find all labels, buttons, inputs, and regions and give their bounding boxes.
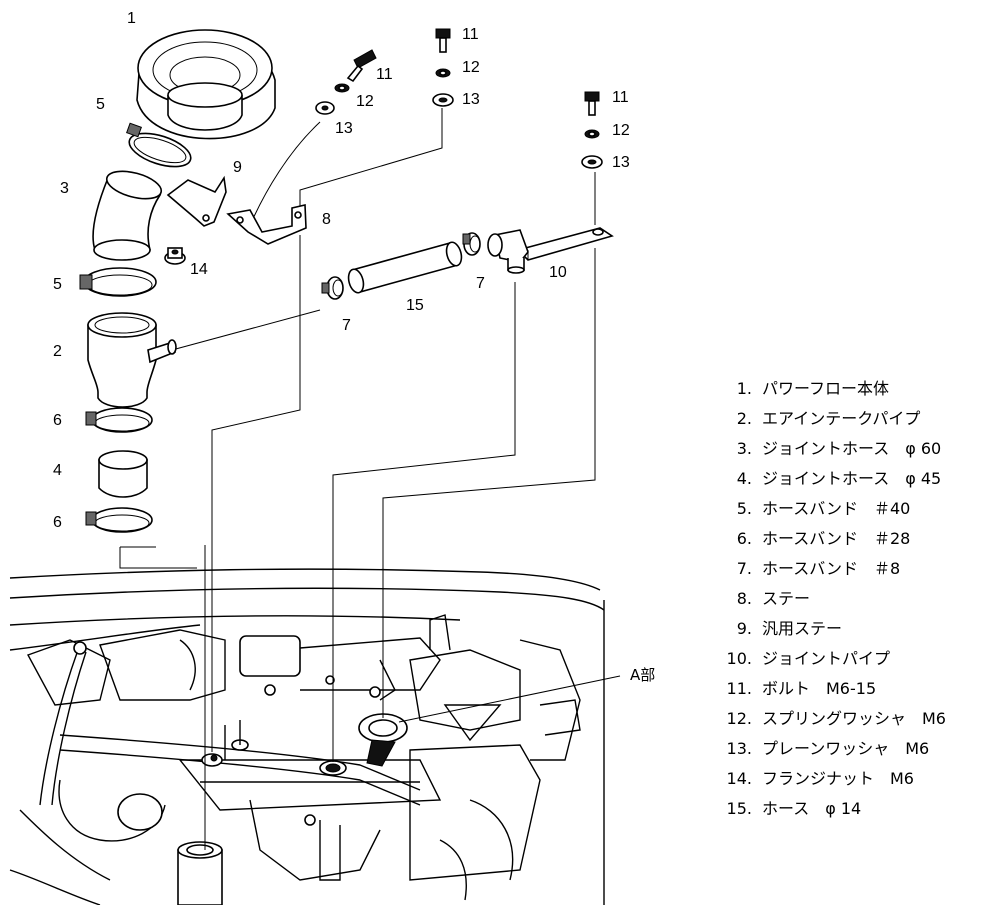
callout-12: 12 [356,93,374,110]
legend-item: 15. ホース φ 14 [718,794,998,824]
callout-13: 13 [335,120,353,137]
bolt-group-middle [432,28,454,107]
legend-item-number: 4. [736,469,752,488]
legend-item-number: 1. [736,379,752,398]
hose-band-8-left [321,276,344,300]
legend-item: 5. ホースバンド ＃40 [718,494,998,524]
legend-item-text: プレーンワッシャ M6 [762,739,930,758]
legend-item: 9. 汎用ステー [718,614,998,644]
joint-hose-45 [98,450,148,498]
parts-legend: 1. パワーフロー本体 2. エアインテークパイプ 3. ジョイントホース φ 60 4. ジ… [718,374,998,824]
legend-item-number: 3. [736,439,752,458]
legend-item-number: 13. [726,739,752,758]
legend-item: 1. パワーフロー本体 [718,374,998,404]
power-flow-body [136,29,276,140]
legend-item-text: パワーフロー本体 [762,379,890,398]
legend-item: 10. ジョイントパイプ [718,644,998,674]
legend-item-text: ホース φ 14 [762,799,862,818]
air-intake-pipe [87,312,177,408]
legend-item-text: フランジナット M6 [762,769,914,788]
legend-item-text: ホースバンド ＃28 [762,529,911,548]
callout-9: 9 [233,159,242,176]
callout-8: 8 [322,211,331,228]
engine-bay-illustration [9,568,605,905]
callout-4: 4 [53,462,62,479]
callout-1: 1 [127,10,136,27]
callout-15: 15 [406,297,424,314]
hose-band-8-right [462,232,481,256]
callout-2: 2 [53,343,62,360]
legend-item-number: 8. [736,589,752,608]
callout-12: 12 [462,59,480,76]
legend-item-number: 14. [726,769,752,788]
legend-item: 6. ホースバンド ＃28 [718,524,998,554]
joint-pipe [487,227,614,274]
legend-item-number: 12. [726,709,752,728]
legend-item-text: ジョイントパイプ [762,649,891,668]
callout-3: 3 [60,180,69,197]
detail-a-label: A部 [630,666,655,684]
bolt-group-left [315,49,377,115]
callout-11: 11 [376,66,393,83]
leader-lines [119,108,621,850]
callout-14: 14 [190,261,208,278]
legend-item: 7. ホースバンド ＃8 [718,554,998,584]
callout-10: 10 [549,264,567,281]
legend-item: 11. ボルト M6-15 [718,674,998,704]
legend-item-text: エアインテークパイプ [762,409,921,428]
bolt-group-right [581,91,603,169]
legend-item-number: 2. [736,409,752,428]
legend-item-text: ステー [762,589,811,608]
legend-item-text: ジョイントホース φ 60 [762,439,942,458]
legend-item-number: 5. [736,499,752,518]
legend-item-number: 11. [726,679,752,698]
legend-item-text: ホースバンド ＃8 [762,559,901,578]
hose-band-40-lower [79,267,157,297]
callout-6: 6 [53,514,62,531]
legend-item-number: 6. [736,529,752,548]
callout-7: 7 [476,275,485,292]
hose-band-28-lower [85,507,153,533]
hose-band-40-upper [126,122,192,168]
callout-labels: 1 5 3 9 14 5 2 6 4 6 11 12 13 11 12 13 1… [53,10,655,684]
legend-item: 2. エアインテークパイプ [718,404,998,434]
legend-item-number: 7. [736,559,752,578]
legend-item-text: ホースバンド ＃40 [762,499,911,518]
callout-13: 13 [612,154,630,171]
legend-item-number: 9. [736,619,752,638]
hose-14 [347,241,463,294]
callout-5: 5 [96,96,105,113]
flange-nut [164,247,186,265]
legend-item: 3. ジョイントホース φ 60 [718,434,998,464]
legend-item-text: スプリングワッシャ M6 [762,709,946,728]
universal-stay [166,175,227,227]
stay [226,204,307,245]
hose-band-28-upper [85,407,153,433]
legend-item: 14. フランジナット M6 [718,764,998,794]
legend-item-text: ボルト M6-15 [762,679,877,698]
legend-item: 8. ステー [718,584,998,614]
callout-13: 13 [462,91,480,108]
legend-item: 12. スプリングワッシャ M6 [718,704,998,734]
joint-hose-60 [92,170,163,261]
legend-item-text: 汎用ステー [762,619,843,638]
legend-item-number: 15. [726,799,752,818]
callout-11: 11 [462,26,479,43]
callout-6: 6 [53,412,62,429]
legend-item-text: ジョイントホース φ 45 [762,469,942,488]
legend-item: 13. プレーンワッシャ M6 [718,734,998,764]
callout-11: 11 [612,89,629,106]
legend-item: 4. ジョイントホース φ 45 [718,464,998,494]
callout-7: 7 [342,317,351,334]
legend-item-number: 10. [726,649,752,668]
callout-12: 12 [612,122,630,139]
callout-5: 5 [53,276,62,293]
